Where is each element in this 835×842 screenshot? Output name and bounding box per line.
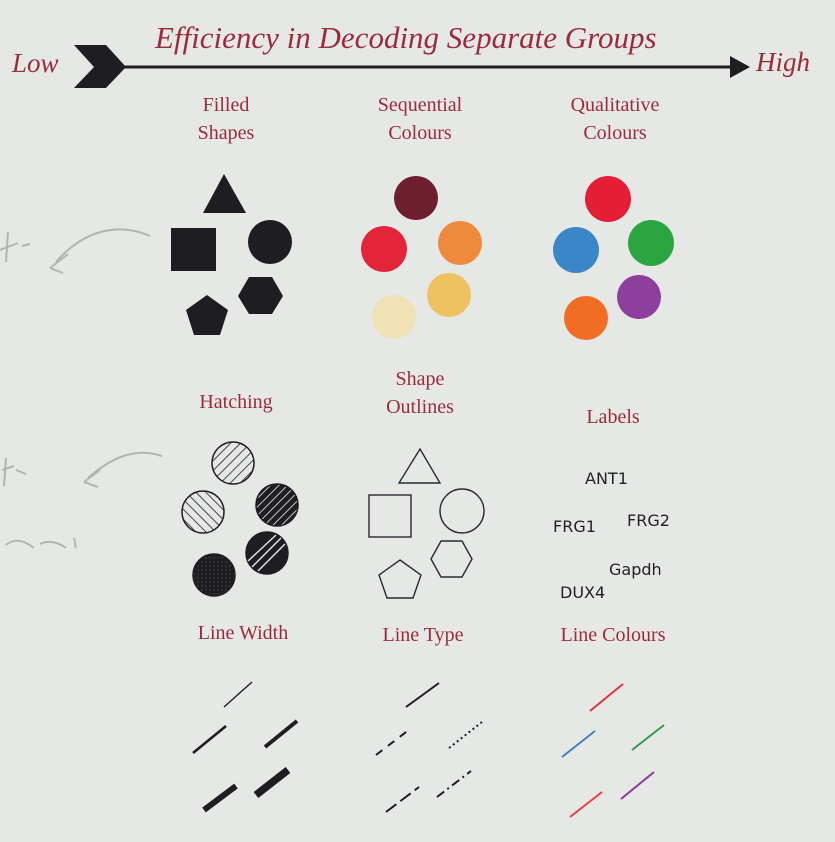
sequential-dot-4	[427, 273, 471, 317]
filled-shapes-label-line1: Filled	[202, 94, 250, 116]
gene-label-frg1: FRG1	[553, 517, 596, 536]
line-type-dotted	[448, 721, 483, 749]
hatching-group	[181, 441, 299, 597]
outline-circle	[439, 488, 485, 534]
qualitative-dot-blue	[553, 227, 599, 273]
line-width-4	[202, 783, 238, 813]
line-width-5	[253, 767, 291, 798]
qualitative-colours-label-line2: Colours	[583, 122, 647, 144]
hatched-circle-4-lines	[247, 534, 286, 572]
shape-outlines-label-line1: Shape	[395, 368, 445, 390]
sequential-colours-label-line2: Colours	[388, 122, 452, 144]
pencil-arrow-2	[87, 451, 163, 479]
filled-pentagon	[186, 295, 228, 335]
scale-title: Efficiency in Decoding Separate Groups	[155, 20, 657, 55]
pencil-scribble-3	[5, 537, 77, 549]
pencil-scribble-2	[1, 457, 27, 487]
gene-label-ant1: ANT1	[585, 469, 628, 488]
hatched-circle-5	[192, 553, 236, 597]
arrow-head	[730, 56, 750, 78]
filled-circle	[248, 220, 292, 264]
line-width-1	[223, 681, 253, 708]
gene-label-frg2: FRG2	[627, 511, 670, 530]
labels-label: Labels	[586, 406, 640, 428]
outline-hexagon	[430, 540, 473, 578]
line-type-dashed	[375, 728, 411, 756]
shape-outlines-group	[368, 447, 485, 599]
hatched-circle-1	[211, 441, 255, 485]
qualitative-dot-green	[628, 220, 674, 266]
sequential-dot-1	[394, 176, 438, 220]
filled-shapes-label-line2: Shapes	[197, 122, 255, 144]
line-colours-label: Line Colours	[560, 624, 666, 646]
filled-triangle	[203, 174, 246, 213]
sequential-dot-3	[438, 221, 482, 265]
line-width-label: Line Width	[197, 622, 289, 644]
line-width-group	[192, 681, 299, 813]
line-colour-purple	[620, 771, 655, 800]
shape-outlines-label: Shape Outlines	[360, 365, 480, 421]
scale-high-label: High	[756, 47, 810, 77]
pencil-arrowhead-2	[83, 469, 101, 488]
line-colour-green	[631, 724, 665, 751]
line-colour-red	[589, 683, 624, 712]
filled-shapes-label: Filled Shapes	[166, 91, 286, 147]
filled-shapes-group	[171, 174, 292, 335]
gene-label-dux4: DUX4	[560, 583, 606, 602]
hatching-label: Hatching	[199, 391, 273, 413]
line-type-longdash	[385, 786, 420, 813]
outline-triangle	[397, 447, 442, 484]
shape-outlines-label-line2: Outlines	[386, 396, 454, 418]
line-type-group	[375, 682, 483, 813]
qualitative-colours-label: Qualitative Colours	[548, 91, 682, 147]
line-width-2	[192, 724, 227, 755]
line-colour-blue	[561, 730, 596, 758]
filled-hexagon	[238, 277, 283, 314]
pencil-arrowhead-1	[49, 253, 69, 274]
pencil-arrow-1	[55, 228, 151, 263]
sequential-dot-2	[361, 226, 407, 272]
qualitative-colours-label-line1: Qualitative	[570, 94, 660, 116]
sequential-colours-label-line1: Sequential	[377, 94, 463, 116]
arrow-tail-chevron	[74, 45, 126, 88]
sequential-dot-5	[372, 295, 416, 339]
line-type-solid	[405, 682, 440, 708]
pencil-annotations	[0, 228, 163, 549]
outline-pentagon	[378, 559, 422, 599]
qualitative-dot-purple	[617, 275, 661, 319]
line-colours-group	[561, 683, 665, 818]
sequential-colours-label: Sequential Colours	[356, 91, 484, 147]
line-width-3	[263, 719, 299, 749]
outline-square	[368, 494, 412, 538]
qualitative-colours-group	[553, 176, 674, 340]
scale-low-label: Low	[12, 48, 59, 78]
hatched-circle-4	[245, 531, 289, 575]
line-type-dashdot	[436, 770, 472, 798]
line-type-label: Line Type	[382, 624, 464, 646]
filled-square	[171, 228, 216, 271]
gene-label-gapdh: Gapdh	[609, 560, 662, 579]
line-colour-red-2	[569, 791, 603, 818]
hatched-circle-3	[255, 483, 299, 527]
qualitative-dot-orange	[564, 296, 608, 340]
pencil-scribble-1	[0, 231, 31, 263]
qualitative-dot-red	[585, 176, 631, 222]
hatched-circle-2	[181, 490, 225, 534]
sequential-colours-group	[361, 176, 482, 339]
